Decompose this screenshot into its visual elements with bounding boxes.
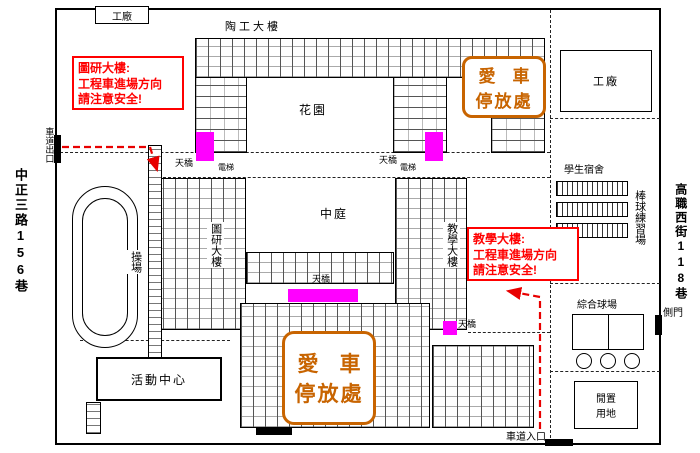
factory-top-label: 工廠 — [112, 11, 132, 23]
activity-center-box: 活動中心 — [96, 357, 222, 401]
idle-land-box: 閒置 用地 — [574, 381, 638, 429]
road-label-right: 高職西街118巷 — [673, 183, 688, 301]
skybridge-label-2: 天橋 — [379, 155, 398, 165]
idle-land-line1: 閒置 — [596, 394, 616, 405]
road-dashed-right-2 — [550, 283, 660, 284]
main-gate-bar — [256, 427, 292, 435]
courtyard-south-rooms — [246, 252, 394, 284]
tree-1 — [576, 353, 592, 369]
tree-2 — [600, 353, 616, 369]
dormitory-label: 學生宿舍 — [564, 165, 604, 176]
bike-parking-box-top: 愛 車 停放處 — [462, 56, 546, 118]
ceramics-building-label: 陶工大樓 — [225, 21, 281, 33]
road-dashed-bottom-right — [468, 332, 550, 333]
dormitory-bar-1 — [556, 181, 628, 196]
tuyan-building — [150, 178, 246, 330]
entry-gate-label: 車道入口 — [506, 432, 546, 443]
warning-tuyan-line3: 請注意安全! — [78, 92, 142, 107]
tuyan-building-label: 圖研大樓 — [207, 222, 224, 268]
skybridge-label-1: 天橋 — [175, 158, 194, 168]
bike-parking-top-line2: 停放處 — [475, 92, 533, 111]
skybridge-pink-small — [443, 321, 457, 335]
skybridge-pink-right — [425, 132, 443, 161]
factory-right-label: 工廠 — [593, 76, 619, 88]
road-dashed-right-1 — [550, 118, 660, 119]
activity-center-label: 活動中心 — [130, 372, 187, 387]
warning-teaching-line2: 工程車進場方向 — [473, 247, 558, 262]
campus-boundary — [55, 8, 661, 445]
baseball-field-label: 棒球練習場 — [633, 190, 646, 245]
bike-parking-bottom-line2: 停放處 — [294, 383, 364, 406]
courtyard-label: 中庭 — [320, 207, 349, 221]
track-inner — [82, 198, 128, 336]
skybridge-pink-center — [288, 289, 358, 302]
road-label-left: 中正三路156巷 — [12, 168, 28, 294]
road-dashed-right-3 — [550, 371, 660, 372]
road-dashed-corridor-bottom — [148, 177, 550, 178]
skybridge-label-4: 天橋 — [458, 319, 477, 329]
covered-walkway — [148, 145, 162, 361]
exit-gate-label: 車道出口 — [44, 127, 55, 163]
tree-3 — [624, 353, 640, 369]
factory-right-box: 工廠 — [560, 50, 652, 112]
bleacher-southwest — [86, 402, 101, 434]
factory-top-box: 工廠 — [95, 6, 149, 24]
idle-land-line2: 用地 — [596, 409, 616, 420]
bike-parking-box-bottom: 愛 車 停放處 — [282, 331, 376, 425]
warning-box-teaching: 教學大樓: 工程車進場方向 請注意安全! — [467, 227, 579, 281]
entry-gate-bar — [545, 439, 573, 446]
side-gate-label: 側門 — [663, 308, 683, 319]
warning-teaching-title: 教學大樓: — [473, 232, 525, 246]
dormitory-bar-2 — [556, 202, 628, 217]
elevator-label-1: 電梯 — [218, 163, 234, 172]
teaching-building-label: 教學大樓 — [443, 222, 460, 268]
road-dashed-right-vertical — [550, 10, 551, 443]
skybridge-pink-left — [196, 132, 214, 161]
side-gate-bar — [655, 315, 662, 335]
south-east-building — [432, 345, 534, 428]
bike-parking-bottom-line1: 愛 車 — [297, 353, 361, 376]
skybridge-label-3: 天橋 — [312, 274, 331, 284]
elevator-label-2: 電梯 — [400, 163, 416, 172]
warning-teaching-line3: 請注意安全! — [473, 263, 537, 278]
warning-box-tuyan: 圖研大樓: 工程車進場方向 請注意安全! — [72, 56, 184, 110]
exit-gate-bar — [54, 135, 61, 163]
bike-parking-top-line1: 愛 車 — [478, 67, 530, 86]
warning-tuyan-title: 圖研大樓: — [78, 61, 130, 75]
sports-court-label: 綜合球場 — [577, 300, 617, 311]
warning-tuyan-line2: 工程車進場方向 — [78, 76, 163, 91]
road-dashed-corridor-top — [60, 152, 550, 153]
playground-label: 操場 — [127, 250, 144, 274]
garden-label: 花園 — [299, 103, 328, 117]
sports-court-box — [572, 314, 644, 350]
